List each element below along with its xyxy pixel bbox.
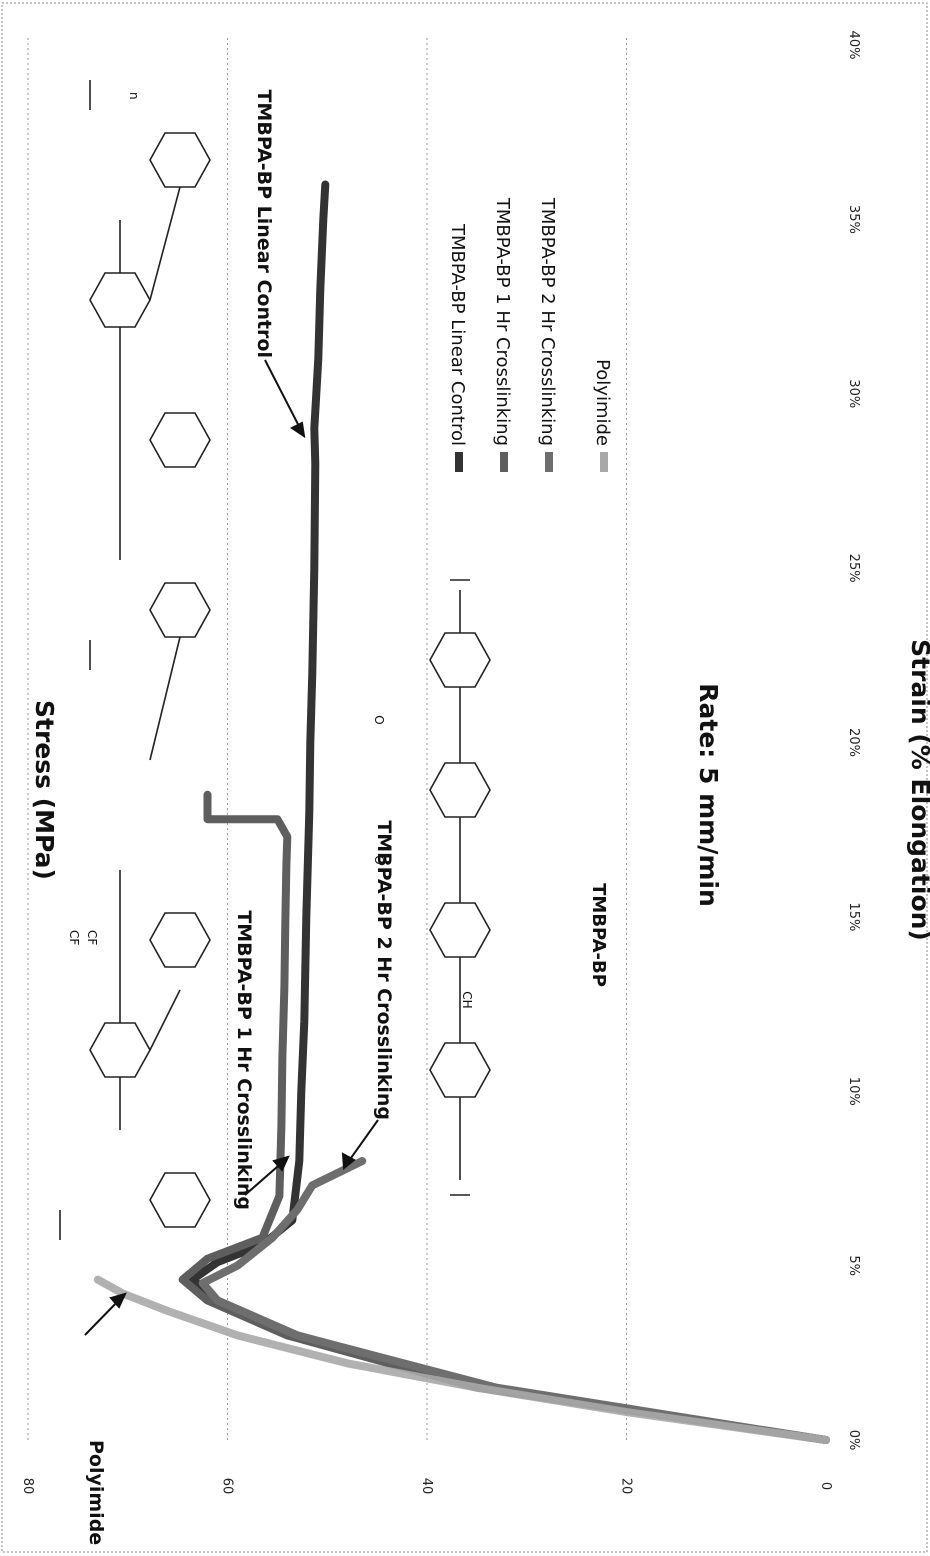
svg-text:n: n — [127, 92, 141, 100]
x-tick-5pct: 5% — [846, 1255, 861, 1276]
svg-text:CF: CF — [85, 930, 99, 945]
y-axis-title: Stress (MPa) — [30, 700, 59, 880]
tmbpa-bp-structure — [429, 579, 491, 1196]
axis-ticks: 0 20 40 60 80 0% 5% 10% 15% 20% 25% 30% 35% 40% — [20, 31, 861, 1495]
polyimide-structure — [59, 80, 211, 1240]
y-tick-80: 80 — [20, 1478, 35, 1495]
x-tick-30pct: 30% — [846, 379, 861, 408]
svg-text:O: O — [372, 715, 386, 724]
y-tick-0: 0 — [818, 1482, 833, 1490]
polyimide-substituent-labels: CF CF n — [67, 92, 141, 945]
legend-label-polyimide: Polyimide — [592, 359, 613, 446]
svg-text:O: O — [372, 855, 386, 864]
x-tick-40pct: 40% — [846, 31, 861, 60]
svg-text:CH: CH — [460, 991, 474, 1008]
tmbpa-bp-substituent-labels: CH O O — [372, 715, 474, 1008]
x-tick-15pct: 15% — [846, 902, 861, 931]
x-tick-20pct: 20% — [846, 728, 861, 757]
y-tick-20: 20 — [619, 1478, 634, 1495]
polyimide-annotation: Polyimide — [85, 1440, 107, 1545]
x-tick-0pct: 0% — [846, 1430, 861, 1451]
series-line-hr2 — [198, 1157, 830, 1444]
tmbpa-bp-structure-label: TMBPA-BP — [588, 883, 609, 987]
svg-text:CF: CF — [67, 930, 81, 945]
legend: TMBPA-BP Linear Control TMBPA-BP 1 Hr Cro… — [447, 197, 613, 472]
legend-label-hr2: TMBPA-BP 2 Hr Crosslinking — [537, 197, 558, 446]
data-series — [93, 180, 830, 1444]
series-line-polyimide — [93, 1275, 830, 1444]
y-tick-60: 60 — [220, 1478, 235, 1495]
y-tick-40: 40 — [419, 1478, 434, 1495]
x-tick-35pct: 35% — [846, 205, 861, 234]
series-line-hr1 — [178, 790, 830, 1444]
rate-annotation: Rate: 5 mm/min — [694, 683, 723, 906]
hr1-annotation: TMBPA-BP 1 Hr Crosslinking — [233, 910, 255, 1210]
grid — [27, 35, 627, 1440]
legend-label-hr1: TMBPA-BP 1 Hr Crosslinking — [492, 197, 513, 446]
x-tick-10pct: 10% — [846, 1077, 861, 1106]
annotation-arrows — [84, 359, 379, 1336]
x-tick-25pct: 25% — [846, 554, 861, 583]
x-axis-title: Strain (% Elongation) — [906, 639, 930, 941]
legend-label-linear: TMBPA-BP Linear Control — [447, 223, 468, 446]
linear-annotation: TMBPA-BP Linear Control — [253, 89, 275, 358]
hr2-annotation: TMBPA-BP 2 Hr Crosslinking — [373, 820, 395, 1120]
